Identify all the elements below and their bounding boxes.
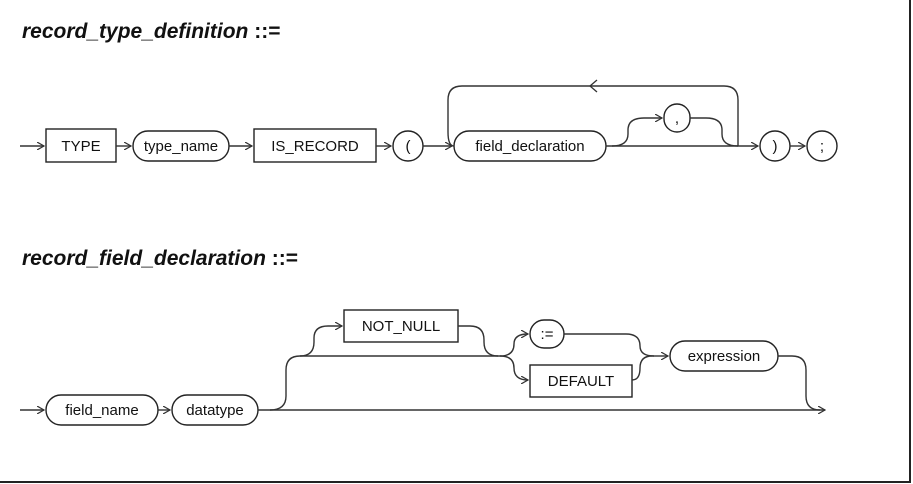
is-record-keyword-box — [253, 128, 377, 163]
is-record-keyword: IS_RECORD — [271, 138, 359, 155]
optional-block-exit — [778, 355, 821, 411]
default-branch-in — [499, 355, 528, 380]
comma-branch-in — [611, 118, 662, 147]
repeat-loop-arrow — [589, 79, 598, 93]
not-null-branch-out — [458, 325, 499, 357]
not-null-keyword: NOT_NULL — [362, 318, 440, 335]
not-null-keyword-box — [343, 309, 459, 343]
field-declaration-label: field_declaration — [475, 138, 584, 155]
heading-name: record_field_declaration — [22, 247, 266, 270]
assign-operator-label: := — [541, 326, 554, 343]
expression-label: expression — [688, 348, 761, 365]
repeat-loop — [447, 85, 739, 147]
default-keyword: DEFAULT — [548, 373, 614, 390]
default-keyword-box — [529, 364, 633, 398]
datatype-label: datatype — [186, 402, 244, 419]
heading-suffix: ::= — [265, 247, 299, 270]
optional-block-entry — [269, 355, 500, 411]
heading-name: record_type_definition — [22, 20, 249, 43]
type-keyword: TYPE — [61, 138, 100, 155]
heading-suffix: ::= — [248, 20, 281, 43]
semicolon-label: ; — [820, 138, 824, 155]
assign-branch-out — [564, 333, 655, 357]
default-branch-out — [631, 355, 653, 381]
open-paren-label: ( — [406, 138, 411, 155]
field-name-label: field_name — [65, 402, 138, 419]
record-field-declaration-heading: record_field_declaration ::= — [22, 247, 298, 271]
record-type-definition-diagram: TYPE type_name IS_RECORD ( field_declara… — [20, 79, 838, 163]
semicolon-pill — [806, 130, 838, 162]
record-field-declaration-diagram: field_name datatype NOT_NULL := DEFAULT — [20, 309, 825, 426]
type-name-label: type_name — [144, 138, 218, 155]
not-null-branch-in — [299, 326, 342, 357]
comma-label: , — [675, 110, 679, 127]
close-paren-label: ) — [773, 138, 778, 155]
assign-branch-in — [499, 334, 528, 357]
record-type-definition-heading: record_type_definition ::= — [22, 20, 280, 44]
comma-branch-out — [690, 117, 739, 147]
